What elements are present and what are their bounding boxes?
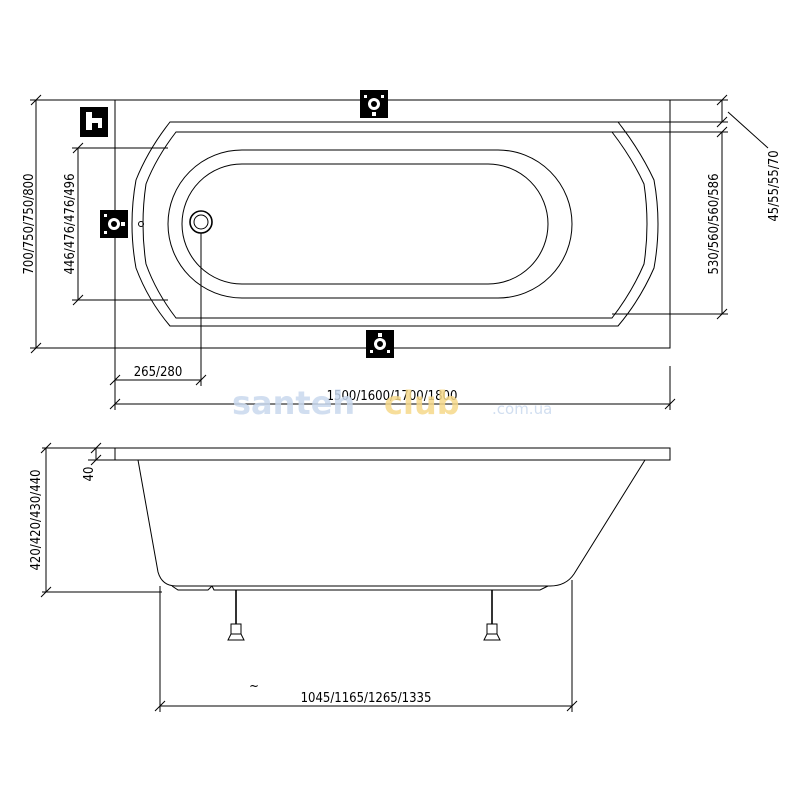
valve-icon-bottom (366, 330, 394, 358)
svg-text:.com.ua: .com.ua (492, 400, 552, 418)
inner-width-label: 446/476/476/496 (63, 173, 78, 274)
basin-floor (181, 163, 549, 285)
dim-rim (618, 94, 769, 149)
faucet-icon (80, 107, 108, 137)
overflow-icon (138, 221, 144, 227)
dim-bottom-length (154, 580, 578, 712)
dim-rim-height (88, 442, 115, 466)
valve-icon-left (100, 210, 128, 238)
drain-icon (189, 210, 213, 234)
dim-height (40, 442, 162, 598)
basin-inner (167, 149, 573, 299)
basin-mid (142, 131, 648, 319)
inner-right-label: 530/560/560/586 (707, 173, 722, 274)
rim-height-label: 40 (82, 467, 97, 482)
watermark: santeh club .com.ua (232, 384, 552, 422)
side-view: 420/420/430/440 40 ~ 1045/1165/1265/1335 (29, 442, 671, 712)
drain-offset-label: 265/280 (134, 365, 183, 380)
leg-right (483, 590, 501, 641)
side-base (211, 585, 549, 591)
dim-width-outer (30, 94, 115, 354)
dim-width-inner (72, 142, 168, 306)
dim-drain-offset (109, 233, 207, 410)
top-view: 700/750/750/800 446/476/476/496 45/55/55… (22, 90, 782, 410)
length-label: 1500/1600/1700/1800 (327, 389, 458, 404)
bottom-length-label: 1045/1165/1265/1335 (301, 691, 432, 706)
width-label: 700/750/750/800 (22, 173, 37, 274)
side-drain-bump (171, 585, 213, 591)
tub-outline-top (114, 99, 671, 349)
rim-label: 45/55/55/70 (767, 150, 782, 221)
leg-left (227, 590, 245, 641)
dim-inner-right (612, 126, 728, 320)
basin-outer (131, 121, 659, 327)
side-body (137, 459, 646, 587)
svg-text:santeh: santeh (232, 384, 355, 422)
valve-icon-top (360, 90, 388, 118)
height-label: 420/420/430/440 (29, 469, 44, 570)
approx-symbol: ~ (249, 679, 259, 694)
side-rim (114, 447, 671, 461)
svg-text:club: club (384, 384, 460, 422)
dim-length (109, 366, 676, 410)
